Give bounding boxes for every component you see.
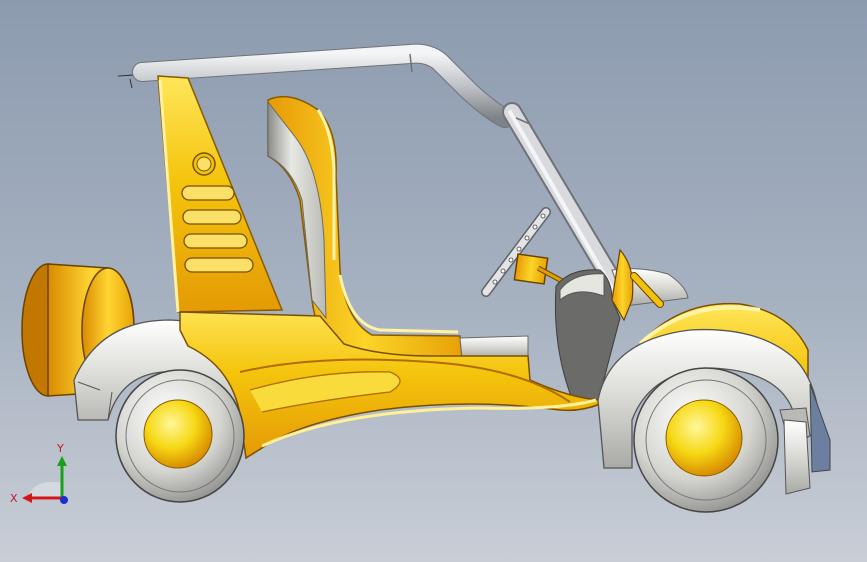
triad-y-arrow-icon <box>57 456 67 466</box>
triad-y-label: Y <box>56 442 64 455</box>
rear-wheel[interactable] <box>115 369 245 503</box>
front-cowl[interactable] <box>554 248 689 405</box>
front-wheel[interactable] <box>633 367 811 513</box>
orientation-triad: Y X <box>10 442 68 505</box>
steering-wheel[interactable] <box>481 207 566 297</box>
seat[interactable] <box>267 95 529 359</box>
triad-plane-shadow <box>28 482 62 500</box>
triad-z-axis <box>60 496 68 504</box>
triad-x-arrow-icon <box>22 493 32 503</box>
roof-frame[interactable] <box>117 43 628 300</box>
rear-pillar[interactable] <box>157 75 284 313</box>
triad-x-label: X <box>10 492 18 505</box>
